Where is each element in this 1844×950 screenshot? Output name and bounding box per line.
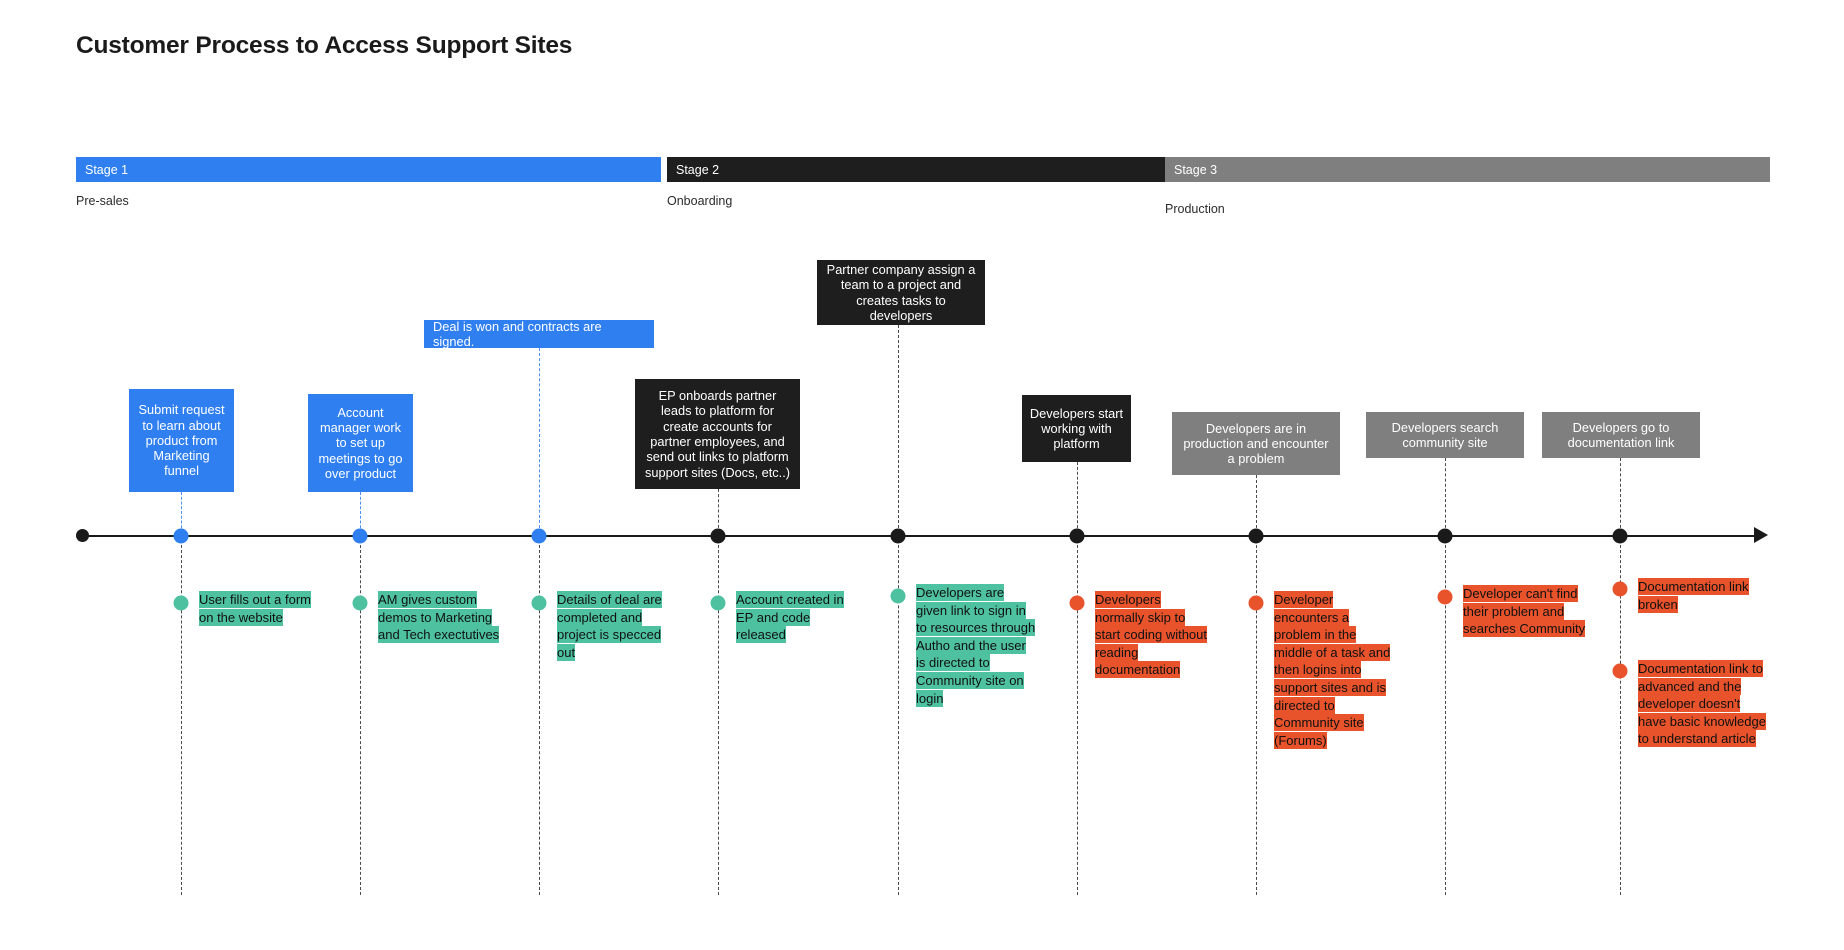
- connector-account-manager: [360, 492, 361, 533]
- note-dot-user-fills-form: [173, 595, 189, 611]
- page-title: Customer Process to Access Support Sites: [76, 32, 573, 59]
- connector-devs-docs: [1620, 458, 1621, 533]
- note-doc-too-advanced: Documentation link to advanced and the d…: [1638, 660, 1768, 748]
- connector-devs-start: [1077, 462, 1078, 533]
- callout-devs-search-label: Developers search community site: [1391, 419, 1499, 450]
- callout-ep-onboards[interactable]: EP onboards partner leads to platform fo…: [635, 379, 800, 489]
- callout-deal-won[interactable]: Deal is won and contracts are signed.: [424, 318, 654, 349]
- note-dot-doc-link-broken: [1612, 581, 1628, 597]
- connector-partner-assign: [898, 325, 899, 533]
- node-devs-production[interactable]: [1248, 528, 1264, 544]
- node-devs-search[interactable]: [1437, 528, 1453, 544]
- note-dot-devs-given-link: [890, 588, 906, 604]
- connector-below-9: [1620, 540, 1621, 895]
- note-devs-given-link-text: Developers are given link to sign in to …: [916, 584, 1036, 707]
- timeline-axis: [80, 535, 1761, 538]
- callout-account-manager-label: Account manager work to set up meetings …: [318, 404, 403, 481]
- stage-bar-2[interactable]: Stage 2: [667, 157, 1165, 182]
- note-account-created: Account created in EP and code released: [736, 591, 858, 644]
- note-doc-link-broken: Documentation link broken: [1638, 578, 1762, 613]
- callout-devs-production[interactable]: Developers are in production and encount…: [1172, 412, 1340, 475]
- stage-bar-3-label: Stage 3: [1174, 162, 1218, 177]
- callout-devs-start-label: Developers start working with platform: [1029, 405, 1124, 452]
- callout-devs-docs[interactable]: Developers go to documentation link: [1542, 412, 1700, 458]
- node-partner-assign[interactable]: [890, 528, 906, 544]
- note-dev-encounters: Developer encounters a problem in the mi…: [1274, 591, 1396, 749]
- node-devs-docs[interactable]: [1612, 528, 1628, 544]
- node-ep-onboards[interactable]: [710, 528, 726, 544]
- note-am-demos: AM gives custom demos to Marketing and T…: [378, 591, 506, 644]
- connector-below-8: [1445, 540, 1446, 895]
- callout-devs-start[interactable]: Developers start working with platform: [1022, 395, 1131, 462]
- callout-account-manager[interactable]: Account manager work to set up meetings …: [308, 394, 413, 492]
- callout-deal-won-label: Deal is won and contracts are signed.: [433, 318, 602, 349]
- note-account-created-text: Account created in EP and code released: [736, 591, 844, 644]
- callout-devs-docs-label: Developers go to documentation link: [1567, 419, 1675, 450]
- callout-submit-request-label: Submit request to learn about product fr…: [138, 402, 225, 479]
- stage-bar-3[interactable]: Stage 3: [1165, 157, 1770, 182]
- callout-submit-request[interactable]: Submit request to learn about product fr…: [129, 389, 234, 492]
- connector-deal-won: [539, 348, 540, 533]
- callout-devs-search[interactable]: Developers search community site: [1366, 412, 1524, 458]
- stage-sublabel-3: Production: [1165, 202, 1225, 216]
- callout-partner-assign-label: Partner company assign a team to a proje…: [826, 261, 976, 323]
- note-doc-link-broken-text: Documentation link broken: [1638, 578, 1749, 613]
- callout-ep-onboards-label: EP onboards partner leads to platform fo…: [644, 388, 791, 480]
- note-deal-details: Details of deal are completed and projec…: [557, 591, 682, 661]
- note-dot-doc-too-advanced: [1612, 663, 1628, 679]
- connector-below-6: [1077, 540, 1078, 895]
- note-dot-dev-encounters: [1248, 595, 1264, 611]
- connector-below-2: [360, 540, 361, 895]
- connector-below-3: [539, 540, 540, 895]
- connector-ep-onboards: [718, 489, 719, 533]
- connector-below-5: [898, 540, 899, 895]
- stage-sublabel-1: Pre-sales: [76, 194, 129, 208]
- note-am-demos-text: AM gives custom demos to Marketing and T…: [378, 591, 500, 644]
- node-devs-start[interactable]: [1069, 528, 1085, 544]
- note-user-fills-form-text: User fills out a form on the website: [199, 591, 311, 626]
- note-dev-encounters-text: Developer encounters a problem in the mi…: [1274, 591, 1391, 749]
- note-deal-details-text: Details of deal are completed and projec…: [557, 591, 662, 661]
- node-deal-won[interactable]: [531, 528, 547, 544]
- node-submit-request[interactable]: [173, 528, 189, 544]
- note-dot-dev-cant-find: [1437, 589, 1453, 605]
- note-dev-cant-find: Developer can't find their problem and s…: [1463, 585, 1587, 638]
- callout-partner-assign[interactable]: Partner company assign a team to a proje…: [817, 260, 985, 325]
- note-dev-cant-find-text: Developer can't find their problem and s…: [1463, 585, 1586, 638]
- connector-devs-production: [1256, 475, 1257, 533]
- stage-sublabel-2: Onboarding: [667, 194, 733, 208]
- note-dot-am-demos: [352, 595, 368, 611]
- note-devs-skip-docs-text: Developers normally skip to start coding…: [1095, 591, 1208, 679]
- axis-arrow-icon: [1754, 527, 1768, 543]
- connector-submit-request: [181, 492, 182, 533]
- stage-bar-2-label: Stage 2: [676, 162, 720, 177]
- note-dot-deal-details: [531, 595, 547, 611]
- stage-bar-1[interactable]: Stage 1: [76, 157, 661, 182]
- note-dot-account-created: [710, 595, 726, 611]
- node-account-manager[interactable]: [352, 528, 368, 544]
- note-dot-devs-skip-docs: [1069, 595, 1085, 611]
- callout-devs-production-label: Developers are in production and encount…: [1183, 420, 1329, 467]
- note-user-fills-form: User fills out a form on the website: [199, 591, 317, 626]
- connector-below-7: [1256, 540, 1257, 895]
- note-devs-given-link: Developers are given link to sign in to …: [916, 584, 1038, 707]
- note-devs-skip-docs: Developers normally skip to start coding…: [1095, 591, 1213, 679]
- connector-below-1: [181, 540, 182, 895]
- note-doc-too-advanced-text: Documentation link to advanced and the d…: [1638, 660, 1766, 748]
- connector-below-4: [718, 540, 719, 895]
- stage-bar-1-label: Stage 1: [85, 162, 129, 177]
- connector-devs-search: [1445, 458, 1446, 533]
